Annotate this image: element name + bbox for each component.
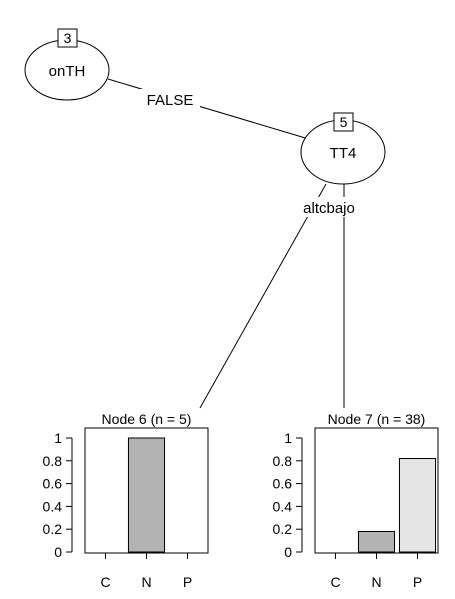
leaf-panel-node-7: Node 7 (n = 38) 0 0.2 0.4 0.6 0.8 1C N P [273,411,439,590]
x-tick-label: P [183,574,192,590]
node-TT4-id-box [333,112,354,132]
y-tick-label: 0.6 [273,476,293,492]
node-onTH-label: onTH [49,63,86,80]
y-tick-label: 0.8 [273,453,293,469]
edge-onTH-to-TT4 [107,78,313,141]
bar-P [398,458,437,553]
y-tick-label: 0 [54,544,62,560]
y-tick-label: 0.4 [43,498,63,514]
edge-label-split: altcbajo [303,200,355,217]
bar-N [127,437,166,553]
node-onTH: 3 onTH [24,28,110,101]
node-TT4-label: TT4 [330,145,357,162]
y-tick-label: 0 [284,544,292,560]
leaf-panel-node-6: Node 6 (n = 5) 0 0.2 0.4 0.6 0.8 1C N P [43,411,209,590]
x-tick-label: N [141,574,151,590]
y-tick-label: 1 [54,430,62,446]
edge-label-bajo: bajo [326,200,354,217]
y-tick-label: 0.8 [43,453,63,469]
x-tick-label: C [100,574,110,590]
x-tick-label: P [413,574,422,590]
bar-N [357,530,396,553]
node-onTH-id-box [57,28,78,48]
x-tick-label: N [371,574,381,590]
edge-label-altc: altc [303,200,327,217]
y-tick-label: 1 [284,430,292,446]
panel-title: Node 6 (n = 5) [102,411,192,427]
y-tick-label: 0.2 [43,521,63,537]
edge-label-false: FALSE [147,92,194,109]
y-tick-label: 0.6 [43,476,63,492]
x-tick-label: C [330,574,340,590]
panel-title: Node 7 (n = 38) [328,411,426,427]
edge-TT4-to-node6 [199,183,327,409]
y-tick-label: 0.4 [273,498,293,514]
node-TT4: 5 TT4 [300,112,386,185]
node-TT4-id: 5 [340,114,348,130]
y-tick-label: 0.2 [273,521,293,537]
node-onTH-id: 3 [64,30,72,46]
